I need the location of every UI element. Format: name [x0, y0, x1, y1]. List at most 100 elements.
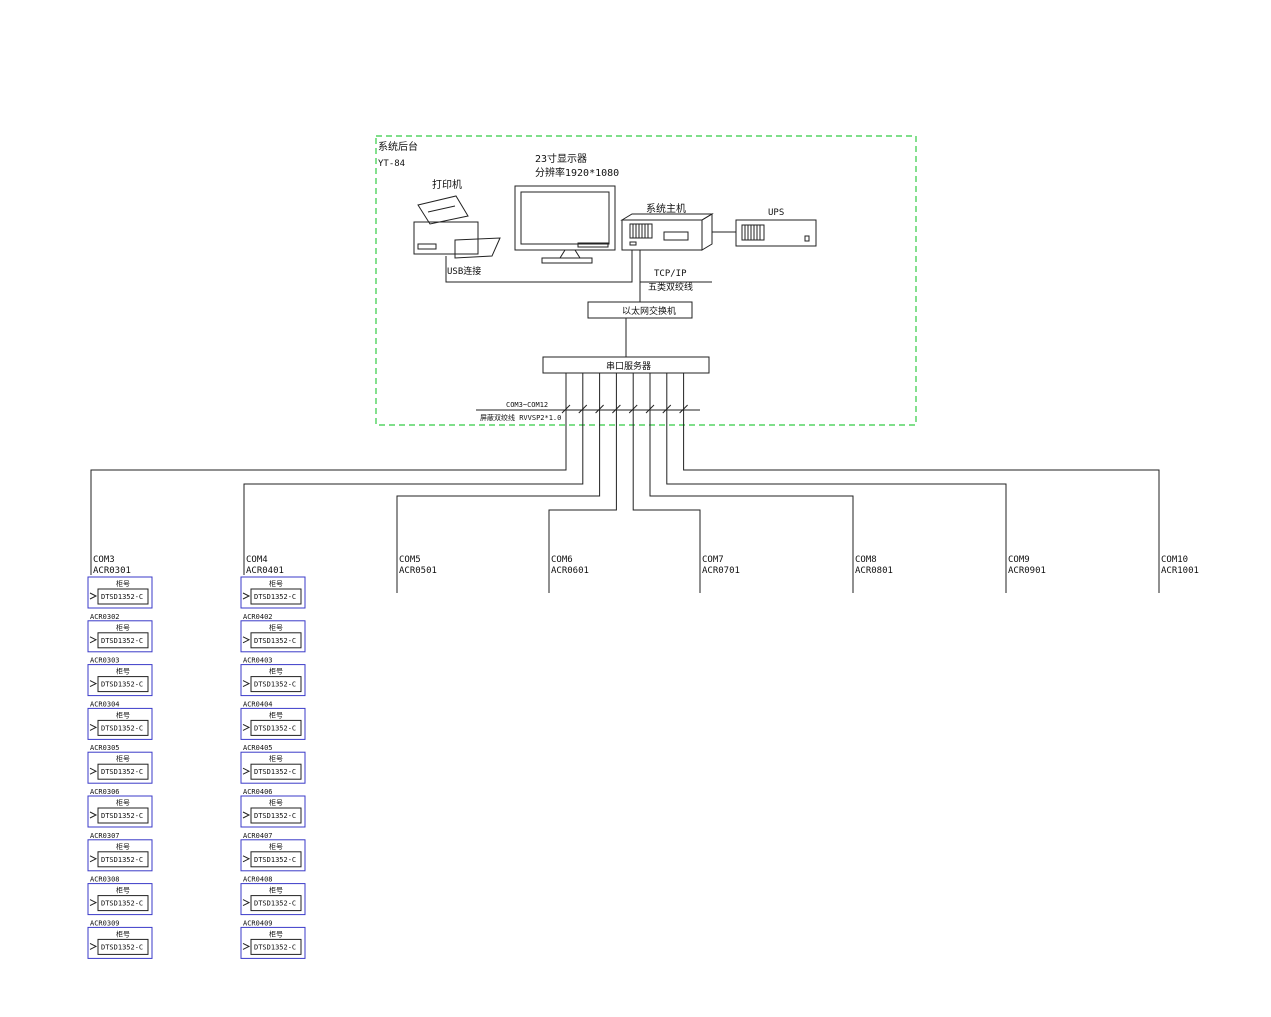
meter-display [250, 807, 302, 824]
bus-tick [578, 404, 588, 414]
meter-code: ACR0406 [243, 788, 273, 796]
meter-model: DTSD1352-C [254, 637, 296, 645]
meter-arrow-icon [242, 636, 251, 644]
frame-title: 系统后台 [378, 140, 418, 153]
meter-display [250, 938, 302, 955]
meter-box [240, 883, 306, 916]
meter-arrow-icon [89, 723, 98, 731]
ethernet-switch-box [587, 301, 693, 319]
branch-com-label: COM8 [855, 555, 877, 565]
meter-model: DTSD1352-C [254, 768, 296, 776]
meter-code: ACR0307 [90, 832, 120, 840]
bus-tick [662, 404, 672, 414]
frame-code: YT-84 [378, 159, 405, 169]
branch-code-label: ACR0701 [702, 566, 740, 576]
meter-arrow-icon [89, 899, 98, 907]
meter-arrow-icon [89, 636, 98, 644]
branch-com-label: COM4 [246, 555, 268, 565]
meter-model: DTSD1352-C [254, 900, 296, 908]
meter-display [250, 851, 302, 868]
meter-arrow-icon [242, 767, 251, 775]
meter-model: DTSD1352-C [254, 856, 296, 864]
meter-tag: 柜号 [116, 754, 130, 763]
meter-box [240, 707, 306, 740]
meter-arrow-icon [242, 592, 251, 600]
meter-arrow-icon [242, 811, 251, 819]
host-label: 系统主机 [646, 202, 686, 215]
meter-tag: 柜号 [116, 623, 130, 632]
branch-cable-com10 [683, 373, 1160, 593]
bus-tick [595, 404, 604, 414]
meter-model: DTSD1352-C [101, 724, 143, 732]
meter-model: DTSD1352-C [254, 724, 296, 732]
meter-columns: 柜号 DTSD1352-C 柜号 DTSD1352-C ACR0302 柜号 DTSD135… [87, 576, 306, 959]
meter-display [97, 851, 149, 868]
bus-label-1: COM3~COM12 [506, 401, 548, 409]
meter-model: DTSD1352-C [254, 812, 296, 820]
meter-display [250, 763, 302, 780]
meter-display [97, 895, 149, 912]
meter-arrow-icon [89, 942, 98, 950]
meter-box [240, 620, 306, 653]
branch-com-label: COM5 [399, 555, 421, 565]
meter-arrow-icon [242, 723, 251, 731]
bus-label-2: 屏蔽双绞线 RVVSP2*1.0 [480, 413, 561, 422]
meter-code: ACR0304 [90, 700, 120, 708]
meter-display [97, 588, 149, 605]
branch-code-label: ACR1001 [1161, 566, 1199, 576]
meter-model: DTSD1352-C [101, 856, 143, 864]
meter-model: DTSD1352-C [101, 593, 143, 601]
usb-label: USB连接 [447, 265, 481, 277]
meter-tag: 柜号 [116, 929, 130, 938]
meter-display [250, 895, 302, 912]
meter-code: ACR0308 [90, 876, 120, 884]
monitor-label-1: 23寸显示器 [535, 152, 587, 165]
meter-code: ACR0404 [243, 700, 273, 708]
meter-arrow-icon [242, 942, 251, 950]
meter-model: DTSD1352-C [254, 593, 296, 601]
com-branches: COM3ACR0301COM4ACR0401COM5ACR0501COM6ACR… [90, 373, 1199, 593]
usb-link [445, 250, 633, 283]
meter-display [250, 632, 302, 649]
meter-box [87, 883, 153, 916]
bus-tick [612, 404, 621, 414]
branch-cable-com6 [548, 373, 617, 593]
meter-display [97, 763, 149, 780]
branch-cable-com5 [396, 373, 601, 593]
meter-tag: 柜号 [269, 798, 283, 807]
meter-display [250, 676, 302, 693]
meter-code: ACR0409 [243, 919, 273, 927]
meter-arrow-icon [89, 811, 98, 819]
meter-tag: 柜号 [269, 929, 283, 938]
meter-box [87, 795, 153, 828]
meter-tag: 柜号 [116, 579, 130, 588]
meter-model: DTSD1352-C [101, 681, 143, 689]
meter-box [240, 664, 306, 697]
branch-cable-com9 [666, 373, 1007, 593]
branch-code-label: ACR0601 [551, 566, 589, 576]
meter-display [250, 588, 302, 605]
branch-com-label: COM6 [551, 555, 573, 565]
meter-code: ACR0306 [90, 788, 120, 796]
meter-display [97, 807, 149, 824]
meter-code: ACR0407 [243, 832, 273, 840]
meter-display [250, 719, 302, 736]
meter-code: ACR0402 [243, 613, 273, 621]
branch-com-label: COM7 [702, 555, 724, 565]
meter-box [87, 926, 153, 959]
meter-arrow-icon [89, 592, 98, 600]
ups-label: UPS [768, 208, 784, 218]
meter-model: DTSD1352-C [101, 900, 143, 908]
branch-code-label: ACR0401 [246, 566, 284, 576]
meter-tag: 柜号 [116, 667, 130, 676]
branch-com-label: COM9 [1008, 555, 1030, 565]
monitor-icon [514, 185, 616, 264]
branch-code-label: ACR0301 [93, 566, 131, 576]
meter-box [240, 839, 306, 872]
meter-model: DTSD1352-C [101, 812, 143, 820]
meter-tag: 柜号 [116, 710, 130, 719]
meter-code: ACR0302 [90, 613, 120, 621]
branch-com-label: COM3 [93, 555, 115, 565]
tcp-label-2: 五类双绞线 [648, 281, 693, 293]
